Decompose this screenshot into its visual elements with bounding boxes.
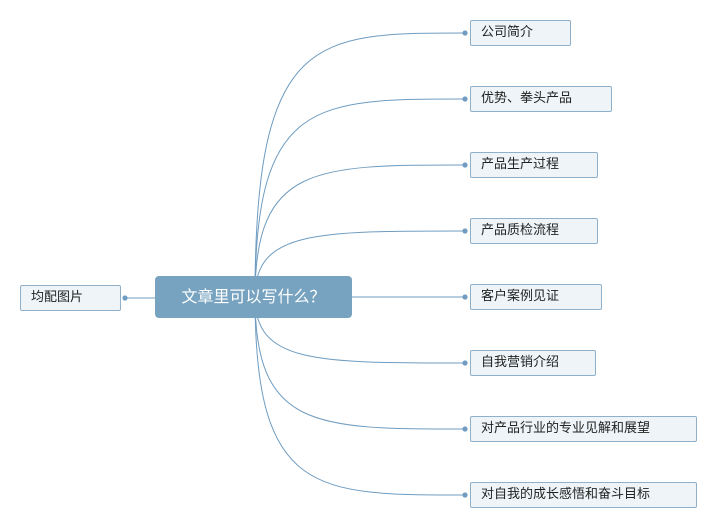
connector-dot-right-4	[462, 294, 468, 300]
connector-dot-right-0	[462, 30, 468, 36]
central-topic[interactable]: 文章里可以写什么？	[155, 276, 352, 318]
connector-right-5	[254, 296, 466, 364]
topic-left-0[interactable]: 均配图片	[20, 285, 121, 311]
topic-right-6[interactable]: 对产品行业的专业见解和展望	[470, 416, 697, 442]
connector-right-3	[254, 230, 466, 298]
connector-right-0	[254, 32, 466, 298]
topic-right-0[interactable]: 公司简介	[470, 20, 571, 46]
connector-dot-right-2	[462, 162, 468, 168]
connector-dot-right-5	[462, 360, 468, 366]
connector-dot-right-6	[462, 426, 468, 432]
connector-dot-right-3	[462, 228, 468, 234]
topic-right-2[interactable]: 产品生产过程	[470, 152, 598, 178]
connector-right-1	[254, 98, 466, 298]
topic-right-5[interactable]: 自我营销介绍	[470, 350, 596, 376]
connector-dot-left-0	[122, 295, 128, 301]
topic-right-4[interactable]: 客户案例见证	[470, 284, 602, 310]
topic-right-1[interactable]: 优势、拳头产品	[470, 86, 612, 112]
connector-dot-right-1	[462, 96, 468, 102]
connector-dot-right-7	[462, 492, 468, 498]
topic-right-7[interactable]: 对自我的成长感悟和奋斗目标	[470, 482, 697, 508]
connector-right-6	[254, 296, 466, 430]
connector-right-2	[254, 164, 466, 298]
connector-right-7	[254, 296, 466, 496]
topic-right-3[interactable]: 产品质检流程	[470, 218, 598, 244]
